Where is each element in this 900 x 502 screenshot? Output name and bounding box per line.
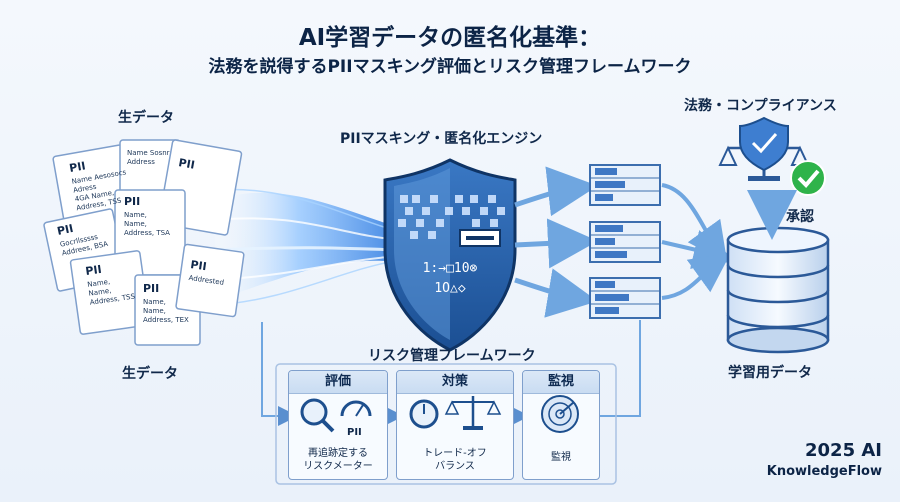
document-line: Address [127, 158, 155, 166]
document-pii-tag: PII [68, 159, 86, 175]
document-line: Address, TSA [124, 229, 170, 237]
page-title: AI学習データの匿名化基準： [298, 25, 602, 51]
data-stream [214, 188, 401, 306]
approval-label: 承認 [786, 209, 814, 225]
raw-data-label-bottom: 生データ [122, 366, 178, 382]
document-line: Address, TEX [143, 316, 189, 324]
page-subtitle: 法務を説得するPIIマスキング評価とリスク管理フレームワーク [208, 57, 692, 77]
compliance-scale-icon [718, 116, 810, 181]
document-line: Name, [143, 307, 166, 315]
brand-name: KnowledgeFlow [766, 464, 882, 479]
document-line: Name, [124, 211, 147, 219]
step-evaluation-title: 評価 [289, 371, 387, 394]
document-pii-tag: PII [177, 156, 195, 172]
step-evaluation-caption-1: 再追跡定する [308, 448, 368, 459]
compliance-label: 法務・コンプライアンス [684, 98, 837, 114]
structured-data-blocks [589, 164, 661, 319]
step-evaluation-caption-2: リスクメーター [303, 461, 373, 472]
step-countermeasure: 対策 トレード-オフ バランス [396, 370, 514, 480]
brand-year: 2025 AI [805, 440, 882, 461]
training-data-label: 学習用データ [728, 365, 812, 381]
engine-symbols-row2: 1O△◇ [434, 281, 465, 296]
step-countermeasure-caption-2: バランス [435, 461, 475, 472]
approval-check-icon [790, 160, 826, 196]
step-evaluation: 評価 PII 再追跡定する リスクメーター [288, 370, 388, 480]
training-database-icon [726, 226, 830, 354]
document-line: Name, [87, 278, 111, 289]
document-pii-tag: PII [56, 222, 75, 238]
framework-frame [275, 363, 617, 485]
document-line: Name Sosnr [127, 149, 170, 157]
step-countermeasure-caption-1: トレード-オフ [423, 448, 487, 459]
output-arrows [514, 166, 598, 318]
document-line: Name, [124, 220, 147, 228]
document-pii-tag: PII [190, 258, 208, 273]
data-block [589, 277, 661, 319]
data-block [589, 221, 661, 263]
step-countermeasure-title: 対策 [397, 371, 513, 394]
masking-engine-shield: 1:→□10⊗ 1O△◇ [383, 158, 517, 352]
document-pii-tag: PII [124, 195, 140, 208]
document-pii-tag: PII [85, 263, 103, 278]
document-line: Name, [143, 298, 166, 306]
document-pii-tag: PII [143, 282, 159, 295]
pii-gauge-badge: PII [347, 427, 362, 438]
engine-symbols-row1: 1:→□10⊗ [423, 261, 478, 276]
document-text: PII [177, 156, 195, 172]
step-monitoring: 監視 監視 [522, 370, 600, 480]
db-arrows [661, 183, 734, 300]
data-block [589, 164, 661, 206]
document [175, 243, 245, 318]
engine-label: PIIマスキング・匿名化エンジン [340, 131, 543, 147]
raw-data-label-top: 生データ [118, 110, 174, 126]
step-monitoring-caption: 監視 [551, 452, 571, 463]
risk-framework-label: リスク管理フレームワーク [368, 348, 536, 364]
document-line: Name, [88, 287, 112, 298]
step-monitoring-title: 監視 [523, 371, 599, 394]
